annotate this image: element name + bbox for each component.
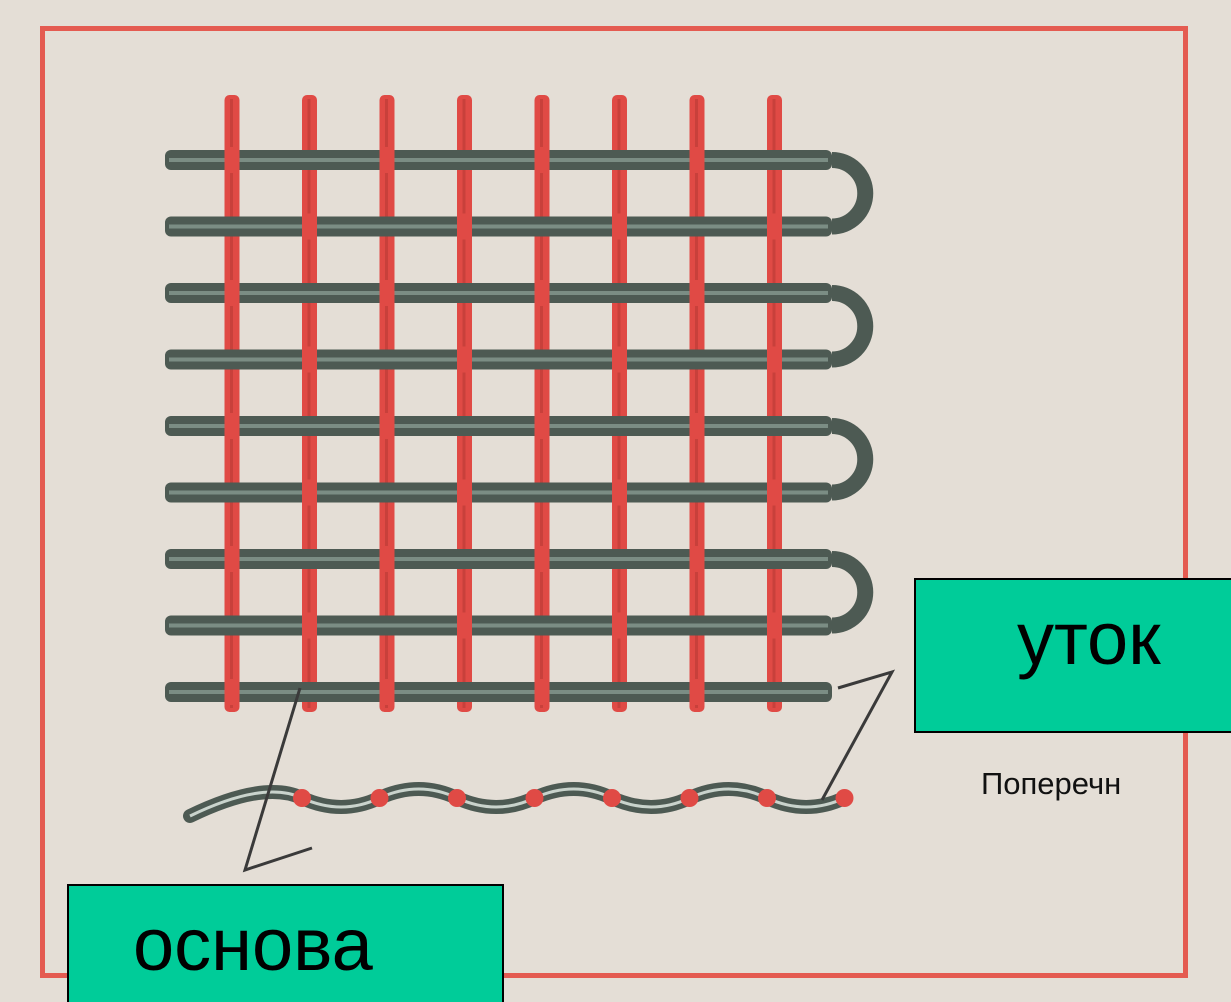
warp-over-weft	[224, 147, 240, 173]
weft-turn-loop	[831, 152, 874, 235]
warp-over-weft	[612, 346, 627, 373]
warp-thread-shade	[230, 99, 233, 708]
weft-thread-highlight	[169, 623, 828, 628]
warp-over-weft	[767, 213, 782, 240]
warp-over-weft	[534, 280, 550, 306]
cross-section-caption: Поперечн	[981, 766, 1122, 801]
weft-thread-highlight	[169, 291, 828, 295]
warp-label: основа	[133, 903, 373, 986]
weft-thread-highlight	[169, 424, 828, 428]
warp-over-weft	[302, 612, 317, 639]
cross-section-warp-dot	[448, 789, 466, 807]
warp-leader-line	[242, 687, 313, 873]
warp-thread-shade	[772, 99, 776, 708]
cross-section-warp-dot	[835, 789, 854, 807]
weft-thread-highlight	[169, 224, 828, 229]
warp-over-weft	[302, 479, 317, 506]
warp-over-weft	[689, 147, 705, 173]
warp-thread-shade	[617, 99, 621, 708]
warp-over-weft	[689, 413, 705, 439]
cross-section-warp-dot	[603, 789, 621, 807]
weft-thread-highlight	[169, 557, 828, 561]
weft-thread-highlight	[169, 158, 828, 162]
warp-over-weft	[302, 213, 317, 240]
warp-thread-shade	[462, 99, 466, 708]
weft-label: уток	[1017, 597, 1161, 680]
weft-label-box: уток	[914, 578, 1231, 733]
warp-over-weft	[302, 346, 317, 373]
warp-over-weft	[612, 213, 627, 240]
warp-over-weft	[534, 413, 550, 439]
warp-over-weft	[534, 546, 550, 572]
cross-section-warp-dot	[293, 789, 311, 807]
warp-thread-shade	[385, 99, 388, 708]
warp-label-box: основа	[67, 884, 504, 1002]
warp-thread-shade	[307, 99, 311, 708]
warp-over-weft	[224, 546, 240, 572]
warp-over-weft	[457, 346, 472, 373]
weft-thread-highlight	[169, 490, 828, 495]
warp-thread-shade	[695, 99, 698, 708]
diagram-frame	[40, 26, 1188, 978]
warp-over-weft	[457, 479, 472, 506]
warp-over-weft	[534, 147, 550, 173]
warp-over-weft	[224, 280, 240, 306]
weft-thread-highlight	[169, 690, 828, 694]
warp-over-weft	[767, 346, 782, 373]
weft-leader-line	[820, 669, 896, 801]
weft-turn-loop	[831, 418, 874, 501]
cross-section-warp-dot	[370, 789, 389, 807]
warp-over-weft	[689, 679, 705, 705]
warp-over-weft	[612, 479, 627, 506]
cross-section-warp-dot	[525, 789, 544, 807]
warp-over-weft	[689, 280, 705, 306]
cross-section-warp-dot	[680, 789, 699, 807]
warp-over-weft	[457, 213, 472, 240]
warp-over-weft	[689, 546, 705, 572]
weft-turn-loop	[831, 285, 874, 368]
warp-over-weft	[457, 612, 472, 639]
warp-over-weft	[767, 612, 782, 639]
warp-over-weft	[534, 679, 550, 705]
warp-over-weft	[379, 413, 395, 439]
warp-over-weft	[379, 147, 395, 173]
warp-over-weft	[224, 679, 240, 705]
warp-over-weft	[612, 612, 627, 639]
weft-turn-loop	[831, 551, 874, 634]
warp-over-weft	[767, 479, 782, 506]
weft-thread-highlight	[169, 357, 828, 362]
warp-over-weft	[379, 679, 395, 705]
warp-over-weft	[379, 280, 395, 306]
cross-section-warp-dot	[758, 789, 776, 807]
warp-over-weft	[379, 546, 395, 572]
warp-over-weft	[224, 413, 240, 439]
warp-thread-shade	[540, 99, 543, 708]
